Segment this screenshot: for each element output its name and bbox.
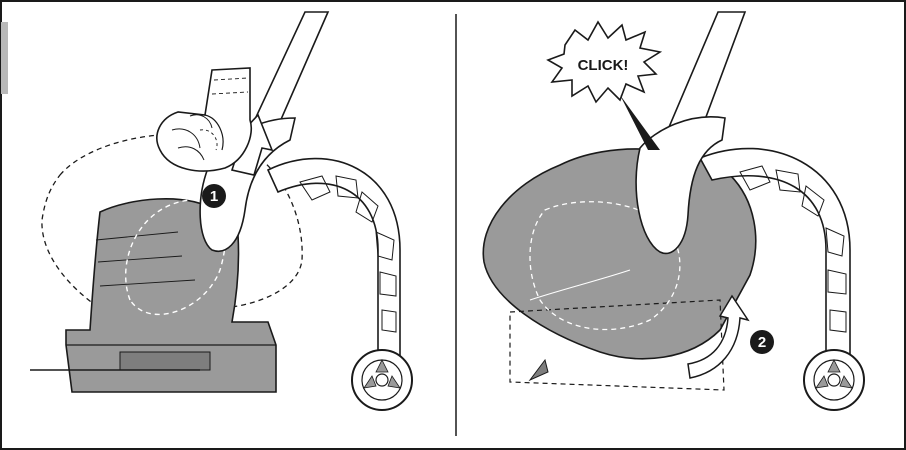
wheel-arm: [266, 157, 401, 361]
ghost-spool-right: [529, 201, 681, 331]
housing-detail-lines: [95, 231, 196, 287]
step-1-label: 1: [210, 188, 218, 205]
guard-tip: [528, 358, 549, 382]
wheel-right: [803, 349, 865, 411]
string-line-right: [529, 269, 631, 301]
ghost-housing-right: [509, 299, 725, 391]
locking-collar-right: [635, 116, 726, 255]
panel-left: 1: [30, 11, 413, 411]
ghost-spool-outline: [125, 199, 227, 316]
ghost-guard-outline: [41, 133, 303, 321]
step-1-marker: [202, 184, 226, 208]
wheel-arm-pattern-right: [739, 165, 847, 333]
panel-right: 2 CLICK!: [482, 11, 865, 411]
gloved-hand: [156, 67, 252, 172]
wheel-left: [351, 349, 413, 411]
click-text: CLICK!: [578, 57, 629, 74]
wheel-arm-pattern: [299, 175, 397, 333]
housing-vent: [119, 351, 211, 371]
click-pointer: [620, 95, 660, 150]
rotate-arrow: [687, 294, 750, 379]
click-burst: [546, 20, 663, 104]
step-2-marker: [750, 330, 774, 354]
corner-tab: [1, 22, 8, 94]
step-2-label: 2: [758, 334, 766, 351]
